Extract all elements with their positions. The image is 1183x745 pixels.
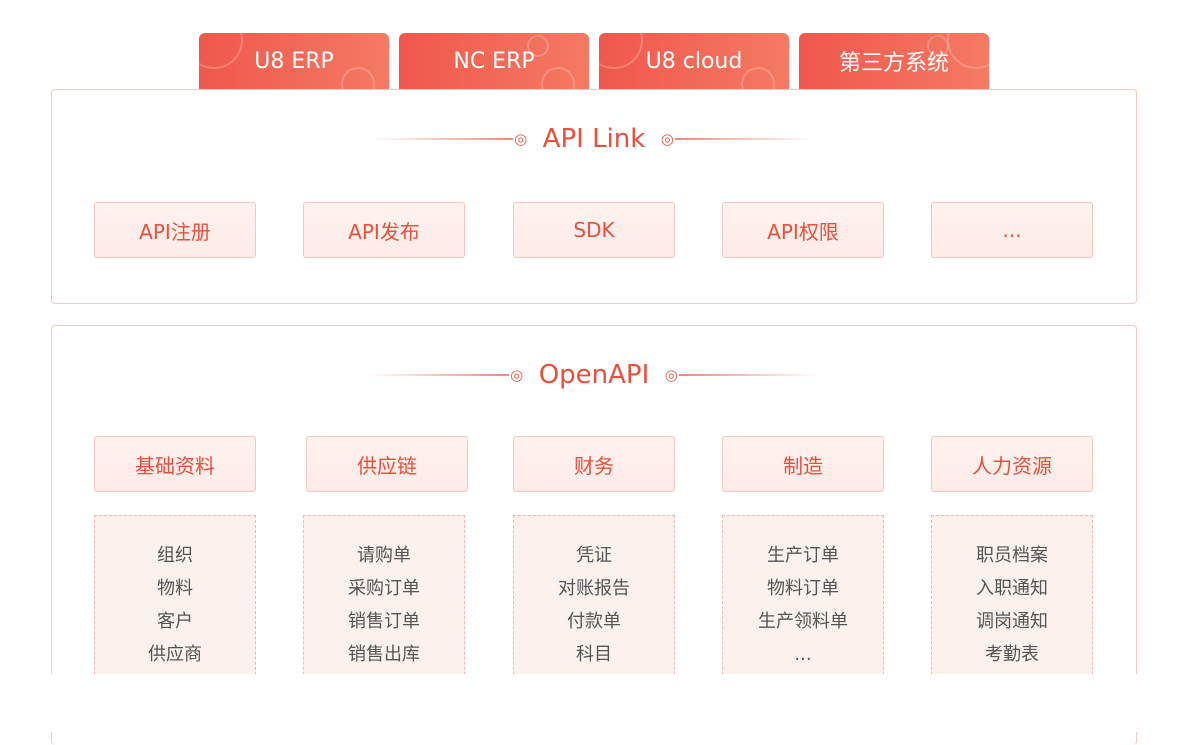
list-item[interactable]: 客户 [157, 611, 193, 632]
feature-label: API发布 [348, 219, 420, 244]
category-label: 财务 [574, 453, 614, 478]
swirl-decoration-icon [599, 33, 643, 69]
heading-line-right [675, 138, 816, 140]
list-item[interactable]: 生产订单 [767, 545, 839, 566]
list-item[interactable]: 生产领料单 [758, 611, 848, 632]
list-item[interactable]: 对账报告 [558, 578, 630, 599]
feature-sdk[interactable]: SDK [513, 202, 675, 258]
list-item[interactable]: 请购单 [357, 545, 411, 566]
list-item[interactable]: 付款单 [567, 611, 621, 632]
system-tab-u8-cloud[interactable]: U8 cloud [599, 33, 789, 89]
list-item[interactable]: 销售订单 [348, 611, 420, 632]
feature-label: ... [1002, 218, 1022, 242]
list-item[interactable]: 调岗通知 [976, 611, 1048, 632]
category-label: 人力资源 [972, 453, 1052, 478]
list-item[interactable]: 职员档案 [976, 545, 1048, 566]
heading-line-right [679, 374, 820, 376]
swirl-decoration-icon [199, 33, 243, 69]
heading-line-left [368, 374, 509, 376]
category-label: 制造 [783, 453, 823, 478]
system-tab-nc-erp[interactable]: NC ERP [399, 33, 589, 89]
detail-list-human-resources: 职员档案 入职通知 调岗通知 考勤表 [931, 515, 1093, 695]
list-item[interactable]: 考勤表 [985, 644, 1039, 665]
feature-label: API注册 [139, 219, 211, 244]
swirl-decoration-icon [527, 35, 549, 57]
category-label: 基础资料 [135, 453, 215, 478]
swirl-decoration-icon [341, 67, 375, 89]
heading-line-left [372, 138, 513, 140]
list-item[interactable]: 科目 [576, 644, 612, 665]
ring-ornament-icon: ◎ [514, 129, 528, 148]
bottom-crop-area [0, 674, 1183, 732]
list-item[interactable]: 入职通知 [976, 578, 1048, 599]
swirl-decoration-icon [947, 33, 989, 69]
detail-list-manufacturing: 生产订单 物料订单 生产领料单 ... [722, 515, 884, 695]
detail-list-supply-chain: 请购单 采购订单 销售订单 销售出库 [303, 515, 465, 695]
feature-api-permission[interactable]: API权限 [722, 202, 884, 258]
api-link-title: API Link [542, 124, 646, 154]
openapi-panel: ◎ OpenAPI ◎ 基础资料 供应链 财务 制造 人力资源 组织 物料 客户… [51, 325, 1137, 745]
swirl-decoration-icon [741, 67, 775, 89]
api-link-panel: ◎ API Link ◎ API注册 API发布 SDK API权限 ... [51, 89, 1137, 304]
feature-more[interactable]: ... [931, 202, 1093, 258]
openapi-title: OpenAPI [538, 360, 650, 390]
system-tab-third-party[interactable]: 第三方系统 [799, 33, 989, 89]
category-label: 供应链 [357, 453, 417, 478]
category-basic-data[interactable]: 基础资料 [94, 436, 256, 492]
system-tab-label: 第三方系统 [838, 51, 949, 76]
list-item[interactable]: 组织 [157, 545, 193, 566]
list-item[interactable]: 物料订单 [767, 578, 839, 599]
system-tab-label: U8 ERP [254, 48, 334, 74]
category-manufacturing[interactable]: 制造 [722, 436, 884, 492]
system-tab-u8-erp[interactable]: U8 ERP [199, 33, 389, 89]
detail-list-basic-data: 组织 物料 客户 供应商 [94, 515, 256, 695]
api-link-heading: ◎ API Link ◎ [52, 119, 1136, 159]
feature-api-publish[interactable]: API发布 [303, 202, 465, 258]
list-item[interactable]: 凭证 [576, 545, 612, 566]
system-tab-label: U8 cloud [645, 48, 743, 74]
list-item[interactable]: ... [794, 644, 812, 665]
feature-label: SDK [573, 218, 615, 242]
category-supply-chain[interactable]: 供应链 [306, 436, 468, 492]
detail-list-finance: 凭证 对账报告 付款单 科目 [513, 515, 675, 695]
system-tabs: U8 ERP NC ERP U8 cloud 第三方系统 [199, 33, 989, 89]
feature-label: API权限 [767, 219, 839, 244]
system-tab-label: NC ERP [453, 48, 535, 74]
list-item[interactable]: 物料 [157, 578, 193, 599]
openapi-heading: ◎ OpenAPI ◎ [52, 355, 1136, 395]
list-item[interactable]: 采购订单 [348, 578, 420, 599]
swirl-decoration-icon [927, 35, 949, 57]
list-item[interactable]: 销售出库 [348, 644, 420, 665]
feature-api-register[interactable]: API注册 [94, 202, 256, 258]
ring-ornament-icon: ◎ [510, 365, 524, 384]
ring-ornament-icon: ◎ [664, 365, 678, 384]
category-human-resources[interactable]: 人力资源 [931, 436, 1093, 492]
category-finance[interactable]: 财务 [513, 436, 675, 492]
list-item[interactable]: 供应商 [148, 644, 202, 665]
swirl-decoration-icon [541, 67, 575, 89]
ring-ornament-icon: ◎ [660, 129, 674, 148]
